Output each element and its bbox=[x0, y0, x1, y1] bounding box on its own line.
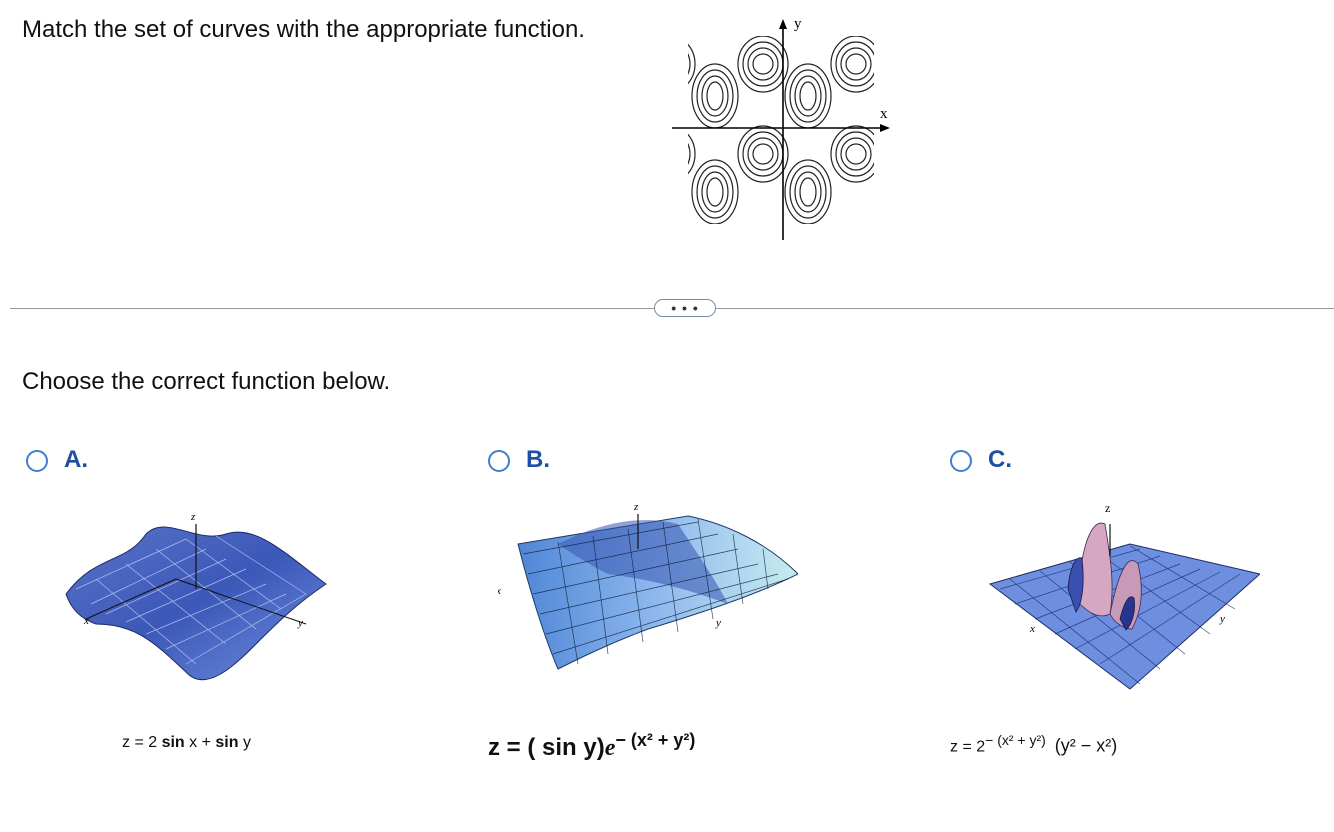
option-b-surface-graph: z x y bbox=[498, 501, 798, 670]
contour-y-axis-label: y bbox=[794, 16, 802, 32]
option-a-formula-sin1: sin bbox=[161, 734, 185, 751]
expand-more-button[interactable]: • • • bbox=[654, 299, 716, 317]
option-b[interactable]: B. z x y z = ( s bbox=[488, 444, 908, 784]
option-c-formula: z = 2− (x² + y²) (y² − x²) bbox=[950, 732, 1117, 756]
option-b-formula-e: e bbox=[604, 735, 616, 761]
option-a-surface-graph: z x y bbox=[65, 511, 327, 681]
option-c-formula-main: z = 2 bbox=[950, 738, 986, 756]
option-b-formula-main: z = ( sin y) bbox=[488, 734, 605, 761]
option-c-radio[interactable] bbox=[950, 450, 972, 472]
option-a-formula: z = 2 sin x + sin y bbox=[122, 734, 251, 752]
option-b-formula-minus: − bbox=[615, 730, 626, 750]
option-c-formula-tail: (y² − x²) bbox=[1054, 735, 1118, 756]
option-a-formula-end: y bbox=[238, 734, 251, 751]
option-a[interactable]: A. z x y bbox=[26, 444, 446, 784]
prompt-text: Choose the correct function below. bbox=[22, 368, 391, 395]
option-b-formula: z = ( sin y)e− (x² + y²) bbox=[488, 730, 695, 762]
option-b-z-label: z bbox=[633, 501, 639, 513]
option-c-surface-graph: z x y bbox=[988, 501, 1260, 690]
option-a-x-label: x bbox=[83, 615, 89, 627]
option-c-formula-minus: − bbox=[985, 732, 994, 748]
option-a-letter: A. bbox=[64, 446, 88, 473]
question-text: Match the set of curves with the appropr… bbox=[22, 16, 585, 43]
option-b-x-label: x bbox=[498, 585, 501, 597]
option-c-letter: C. bbox=[988, 446, 1012, 473]
contour-plot: y x bbox=[668, 14, 898, 242]
option-b-y-label: y bbox=[715, 617, 721, 629]
option-a-z-label: z bbox=[190, 511, 196, 523]
option-b-letter: B. bbox=[526, 446, 550, 473]
option-a-formula-mid: x + bbox=[184, 734, 216, 751]
option-a-radio[interactable] bbox=[26, 450, 48, 472]
option-c-z-label: z bbox=[1105, 501, 1110, 515]
option-a-formula-sin2: sin bbox=[215, 734, 239, 751]
option-b-radio[interactable] bbox=[488, 450, 510, 472]
option-b-formula-exponent: (x² + y²) bbox=[630, 730, 696, 750]
option-c-y-label: y bbox=[1219, 613, 1225, 625]
option-a-formula-lhs: z = 2 bbox=[122, 734, 162, 751]
option-c[interactable]: C. z x y z = 2− (x² + y²) (y² − x²) bbox=[950, 444, 1334, 784]
option-a-y-label: y bbox=[297, 617, 303, 629]
option-c-x-label: x bbox=[1029, 623, 1035, 635]
option-c-formula-exponent: (x² + y²) bbox=[997, 732, 1046, 748]
contour-plot-svg bbox=[672, 19, 890, 240]
contour-x-axis-label: x bbox=[880, 106, 888, 122]
